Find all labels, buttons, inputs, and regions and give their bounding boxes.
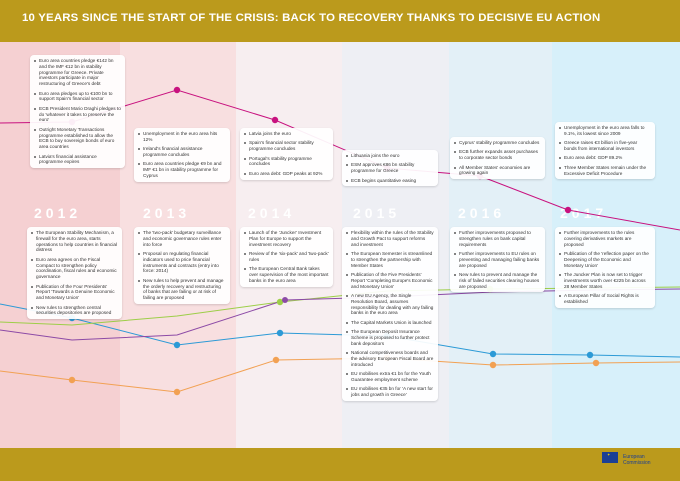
list-item: Publication of the 'reflection paper on …	[559, 251, 651, 268]
card-2012-top: Euro area countries pledge €142 bn and t…	[30, 55, 125, 169]
card-2013-bottom: The 'two-pack' budgetary surveillance an…	[134, 227, 230, 304]
list-item: Latvia's financial assistance programme …	[34, 154, 121, 166]
year-label-2017: 2017	[560, 205, 608, 221]
page-title: 10 YEARS SINCE THE START OF THE CRISIS: …	[22, 12, 601, 24]
list-item: New rules to prevent and manage the risk…	[454, 272, 541, 289]
list-item: New rules to help prevent and manage the…	[138, 278, 226, 301]
list-item: Launch of the 'Juncker' Investment Plan …	[244, 230, 329, 247]
eu-flag-icon: ✦	[602, 452, 618, 463]
list-item: Proposal on regulating financial indicat…	[138, 251, 226, 274]
list-item: Portugal's stability programme concludes	[244, 156, 329, 168]
list-item: A new EU Agency, the Single Resolution B…	[346, 293, 434, 316]
list-item: Ireland's financial assistance programme…	[138, 146, 226, 158]
list-item: Euro area debt: GDP peaks at 92%	[244, 171, 329, 177]
list-item: EU mobilises extra €1 bn for the Youth G…	[346, 371, 434, 383]
list-item: The 'two-pack' budgetary surveillance an…	[138, 230, 226, 247]
card-2016-top-list: Cyprus' stability programme concludes EC…	[454, 140, 541, 176]
logo-line-2: Commission	[623, 460, 651, 466]
list-item: Further improvements proposed to strengt…	[454, 230, 541, 247]
list-item: ESM approves €86 bn stability programme …	[346, 162, 434, 174]
list-item: Euro area countries pledge €142 bn and t…	[34, 58, 121, 87]
year-label-2012: 2012	[34, 205, 82, 221]
card-2017-top: Unemployment in the euro area falls to 9…	[555, 122, 655, 180]
list-item: The Juncker Plan is now set to trigger i…	[559, 272, 651, 289]
logo-line-1: European	[623, 454, 645, 460]
card-2012-bottom: The European Stability Mechanism, a fire…	[27, 227, 122, 320]
footer-banner	[0, 448, 680, 481]
card-2017-top-list: Unemployment in the euro area falls to 9…	[559, 125, 651, 176]
card-2013-bottom-list: The 'two-pack' budgetary surveillance an…	[138, 230, 226, 301]
year-label-2015: 2015	[353, 205, 401, 221]
card-2015-top: Lithuania joins the euro ESM approves €8…	[342, 150, 438, 187]
list-item: Euro area pledges up to €100 bn to suppo…	[34, 91, 121, 103]
list-item: Euro area countries pledge €9 bn and IMF…	[138, 161, 226, 178]
header-banner: 10 YEARS SINCE THE START OF THE CRISIS: …	[0, 0, 680, 42]
card-2016-top: Cyprus' stability programme concludes EC…	[450, 137, 545, 180]
list-item: Latvia joins the euro	[244, 131, 329, 137]
list-item: ECB President Mario Draghi pledges to do…	[34, 106, 121, 123]
list-item: Review of the 'six-pack' and 'two-pack' …	[244, 251, 329, 263]
list-item: Three Member States remain under the Exc…	[559, 165, 651, 177]
card-2016-bottom: Further improvements proposed to strengt…	[450, 227, 545, 293]
card-2012-bottom-list: The European Stability Mechanism, a fire…	[31, 230, 118, 316]
list-item: A European Pillar of Social Rights is es…	[559, 293, 651, 305]
list-item: Publication of the Five Presidents' Repo…	[346, 272, 434, 289]
list-item: Greece raises €3 billion in five-year bo…	[559, 140, 651, 152]
card-2013-top-list: Unemployment in the euro area hits 12% I…	[138, 131, 226, 179]
list-item: Lithuania joins the euro	[346, 153, 434, 159]
year-label-2016: 2016	[458, 205, 506, 221]
list-item: The European Semester is streamlined to …	[346, 251, 434, 268]
year-label-2014: 2014	[248, 205, 296, 221]
list-item: ECB further expands asset purchases to c…	[454, 149, 541, 161]
card-2014-top-list: Latvia joins the euro Spain's financial …	[244, 131, 329, 177]
card-2015-bottom-list: Flexibility within the rules of the Stab…	[346, 230, 434, 398]
list-item: Publication of the Four Presidents' Repo…	[31, 284, 118, 301]
list-item: Cyprus' stability programme concludes	[454, 140, 541, 146]
list-item: Spain's financial sector stability progr…	[244, 140, 329, 152]
list-item: Further improvements to the rules coveri…	[559, 230, 651, 247]
card-2017-bottom-list: Further improvements to the rules coveri…	[559, 230, 651, 305]
list-item: All Member States' economies are growing…	[454, 165, 541, 177]
card-2015-bottom: Flexibility within the rules of the Stab…	[342, 227, 438, 401]
list-item: Euro area agrees on the Fiscal Compact t…	[31, 257, 118, 280]
list-item: New rules to strengthen central securiti…	[31, 305, 118, 317]
list-item: Euro area debt: GDP 89.2%	[559, 155, 651, 161]
card-2014-bottom-list: Launch of the 'Juncker' Investment Plan …	[244, 230, 329, 284]
list-item: Outright Monetary Transactions programme…	[34, 127, 121, 150]
list-item: The European Deposit Insurance Scheme is…	[346, 329, 434, 346]
european-commission-logo: European Commission	[623, 454, 651, 466]
list-item: Flexibility within the rules of the Stab…	[346, 230, 434, 247]
star-ring-icon: ✦	[607, 452, 611, 457]
list-item: EU mobilises €35 bn for 'A new start for…	[346, 386, 434, 398]
list-item: National competitiveness boards and the …	[346, 350, 434, 367]
card-2014-bottom: Launch of the 'Juncker' Investment Plan …	[240, 227, 333, 287]
list-item: Further improvements to EU rules on prev…	[454, 251, 541, 268]
year-label-2013: 2013	[143, 205, 191, 221]
card-2016-bottom-list: Further improvements proposed to strengt…	[454, 230, 541, 289]
list-item: Unemployment in the euro area falls to 9…	[559, 125, 651, 137]
list-item: The European Central Bank takes over sup…	[244, 266, 329, 283]
card-2015-top-list: Lithuania joins the euro ESM approves €8…	[346, 153, 434, 183]
card-2013-top: Unemployment in the euro area hits 12% I…	[134, 128, 230, 182]
list-item: ECB begins quantitative easing	[346, 178, 434, 184]
list-item: The Capital Markets Union is launched	[346, 320, 434, 326]
card-2017-bottom: Further improvements to the rules coveri…	[555, 227, 655, 308]
card-2012-top-list: Euro area countries pledge €142 bn and t…	[34, 58, 121, 165]
list-item: Unemployment in the euro area hits 12%	[138, 131, 226, 143]
card-2014-top: Latvia joins the euro Spain's financial …	[240, 128, 333, 180]
list-item: The European Stability Mechanism, a fire…	[31, 230, 118, 253]
